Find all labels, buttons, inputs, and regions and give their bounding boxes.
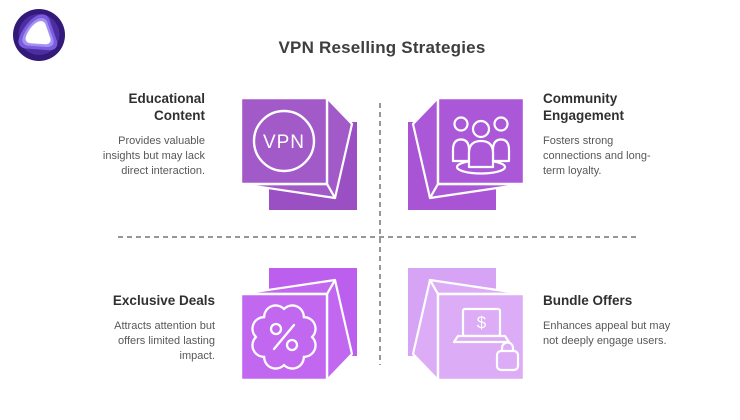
vpn-label: VPN: [263, 132, 305, 153]
dollar-label: $: [477, 313, 487, 332]
quadrant-title: Bundle Offers: [543, 293, 633, 308]
quadrant-title: Community Engagement: [543, 91, 625, 123]
quadrant-description: Enhances appeal but may not deeply engag…: [543, 319, 671, 348]
quadrant-title: Exclusive Deals: [112, 293, 215, 308]
discount-badge-glyph: [251, 304, 317, 370]
community-people-glyph: [451, 116, 511, 175]
quadrant-description: Attracts attention but offers limited la…: [114, 319, 215, 363]
quadrant-educational-content-text: Educational Content Provides valuable in…: [85, 91, 205, 179]
vpn-cube-icon: VPN: [235, 90, 365, 230]
quadrant-description: Provides valuable insights but may lack …: [102, 134, 205, 178]
quadrant-bundle-offers-text: Bundle Offers Enhances appeal but may no…: [543, 293, 671, 349]
quadrant-title: Educational Content: [128, 91, 205, 123]
bundle-cube-icon: $: [400, 248, 530, 388]
vertical-divider: [379, 103, 381, 365]
brand-logo-icon: [13, 9, 65, 61]
discount-cube-icon: [235, 248, 365, 388]
laptop-shopping-glyph: [452, 307, 520, 372]
page-title: VPN Reselling Strategies: [278, 38, 486, 57]
quadrant-exclusive-deals-text: Exclusive Deals Attracts attention but o…: [95, 293, 215, 364]
quadrant-description: Fosters strong connections and long-term…: [543, 134, 651, 178]
brand-logo: [12, 8, 68, 64]
community-cube-icon: [400, 90, 530, 230]
quadrant-community-engagement-text: Community Engagement Fosters strong conn…: [543, 91, 665, 179]
